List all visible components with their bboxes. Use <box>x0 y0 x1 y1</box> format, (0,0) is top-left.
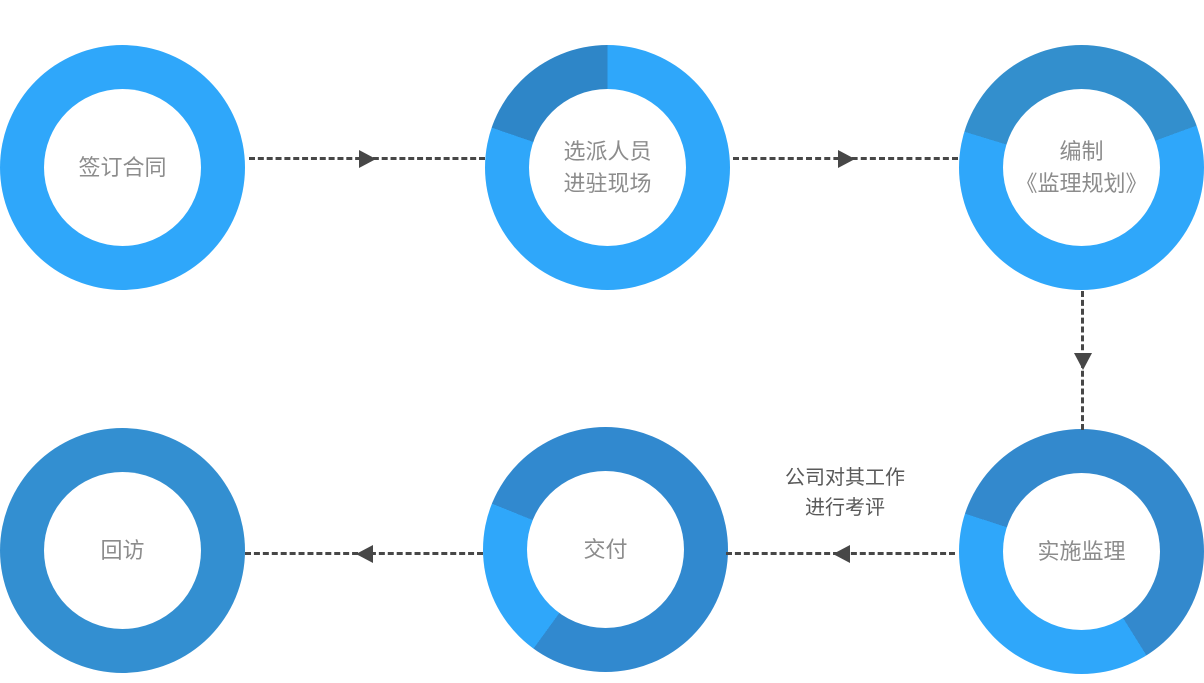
node-follow-up-visit: 回访 <box>0 428 245 673</box>
node-label: 回访 <box>100 537 145 563</box>
arrow-delivery-to-follow-up <box>245 545 483 563</box>
evaluation-annotation: 公司对其工作 进行考评 <box>785 467 905 519</box>
arrow-left-icon <box>832 545 850 563</box>
node-implement-supervision: 实施监理 <box>959 429 1204 674</box>
node-compile-supervision-plan: 编制 《监理规划》 <box>959 45 1204 290</box>
node-inner-circle: 签订合同 <box>44 89 201 246</box>
node-inner-circle: 编制 《监理规划》 <box>1003 89 1160 246</box>
arrow-right-icon <box>837 150 855 168</box>
node-dispatch-personnel: 选派人员 进驻现场 <box>485 45 730 290</box>
arrow-right-icon <box>359 150 376 168</box>
node-inner-circle: 选派人员 进驻现场 <box>529 89 686 246</box>
arrow-implement-to-delivery <box>726 545 955 563</box>
node-label: 签订合同 <box>78 154 167 180</box>
node-label: 选派人员 进驻现场 <box>563 138 652 196</box>
node-inner-circle: 回访 <box>44 472 201 629</box>
node-label: 实施监理 <box>1037 538 1126 564</box>
node-sign-contract: 签订合同 <box>0 45 245 290</box>
arrow-down-icon <box>1074 352 1092 370</box>
node-delivery: 交付 <box>483 427 728 672</box>
node-inner-circle: 实施监理 <box>1003 473 1160 630</box>
node-inner-circle: 交付 <box>527 471 684 628</box>
arrow-left-icon <box>356 545 373 563</box>
node-label: 编制 《监理规划》 <box>1015 138 1148 196</box>
node-label: 交付 <box>583 536 628 562</box>
arrow-compile-plan-to-implement <box>1074 291 1092 430</box>
arrow-sign-contract-to-dispatch <box>249 150 485 168</box>
arrow-dispatch-to-compile-plan <box>733 150 958 168</box>
